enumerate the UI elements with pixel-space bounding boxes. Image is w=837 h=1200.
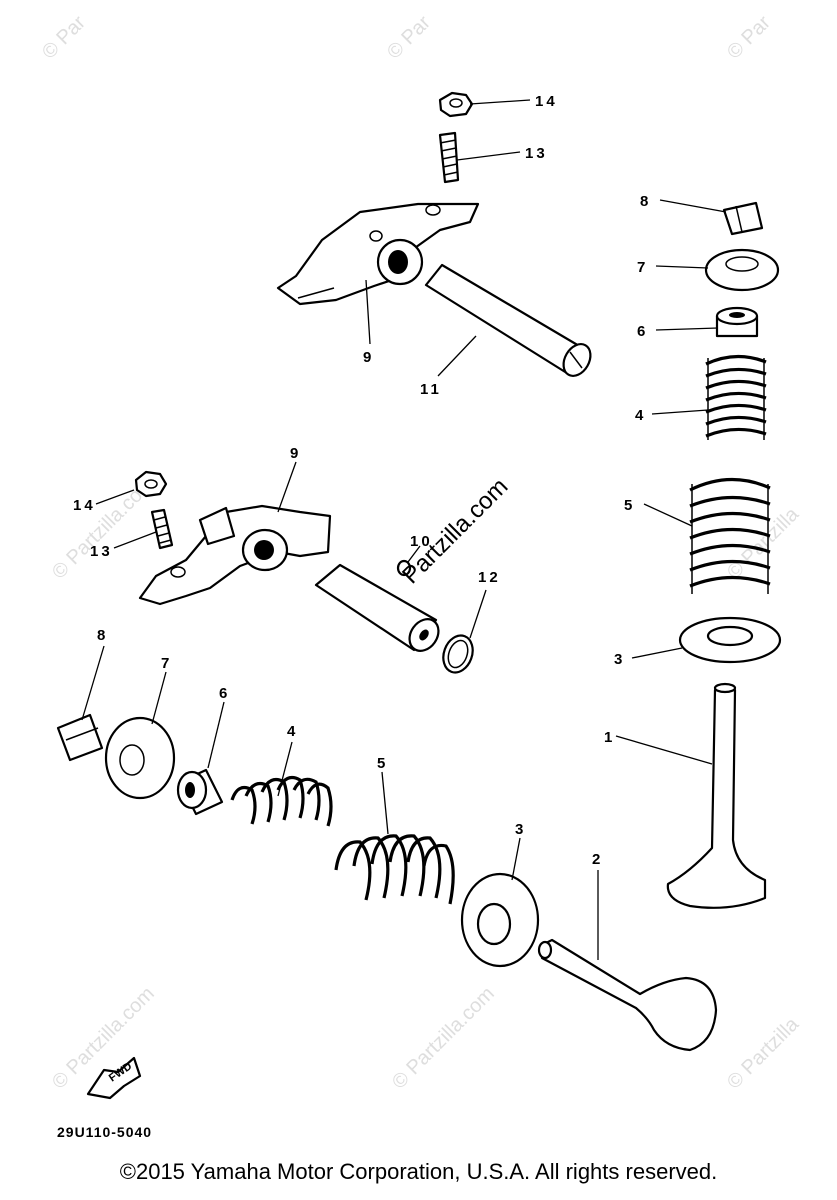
oil-seal-right xyxy=(715,306,759,338)
callout-7-left: 7 xyxy=(161,655,172,672)
callout-9-upper: 9 xyxy=(363,349,374,366)
callout-6-left: 6 xyxy=(219,685,230,702)
watermark-logo: © Par xyxy=(723,11,775,63)
valve-cotter-right xyxy=(722,201,764,236)
leader-lines xyxy=(81,99,727,960)
spring-retainer-right xyxy=(704,248,780,292)
callout-3-left: 3 xyxy=(515,821,526,838)
callout-4-right: 4 xyxy=(635,407,646,424)
rocker-shaft-lower xyxy=(314,563,440,652)
dowel-pin xyxy=(396,559,412,577)
adjusting-screw-lower xyxy=(150,508,174,550)
rocker-arm-lower xyxy=(138,504,332,606)
callout-12: 12 xyxy=(478,569,501,586)
spring-seat-left xyxy=(460,872,540,968)
forward-arrow-icon: FWD xyxy=(86,1056,142,1100)
callout-13-upper: 13 xyxy=(525,145,548,162)
watermark-logo: © Par xyxy=(38,11,90,63)
valve-cotter-left xyxy=(56,713,104,762)
callout-10: 10 xyxy=(410,533,433,550)
spring-seat-right xyxy=(678,616,782,664)
adjusting-screw-upper xyxy=(438,131,460,184)
nut-lower xyxy=(134,470,168,498)
callout-5-left: 5 xyxy=(377,755,388,772)
callout-labels: 14 13 9 11 8 7 6 4 5 3 1 9 14 13 10 12 8… xyxy=(73,93,651,868)
valve-assembly-drawing: © Par © Par © Par © Partzilla.com © Part… xyxy=(38,11,804,1100)
drawing-code: 29U110-5040 xyxy=(57,1124,153,1140)
inner-spring-left xyxy=(230,776,333,827)
watermark-logo: © Partzilla.com xyxy=(388,983,499,1094)
exhaust-valve-left xyxy=(537,938,718,1052)
nut-upper xyxy=(438,91,474,118)
callout-8-right: 8 xyxy=(640,193,651,210)
callout-14-upper: 14 xyxy=(535,93,558,110)
callout-3-right: 3 xyxy=(614,651,625,668)
callout-1: 1 xyxy=(604,729,615,746)
watermark-logo: © Par xyxy=(383,11,435,63)
spring-retainer-left xyxy=(104,716,176,800)
inner-spring-right xyxy=(705,354,767,440)
callout-8-left: 8 xyxy=(97,627,108,644)
rocker-arm-upper xyxy=(276,202,480,306)
callout-2: 2 xyxy=(592,851,603,868)
watermark-logo: © Partzilla xyxy=(723,1013,804,1094)
callout-6-right: 6 xyxy=(637,323,648,340)
callout-14-lower: 14 xyxy=(73,497,96,514)
callout-5-right: 5 xyxy=(624,497,635,514)
callout-7-right: 7 xyxy=(637,259,648,276)
outer-spring-right xyxy=(689,477,771,594)
o-ring xyxy=(442,634,474,674)
callout-9-lower: 9 xyxy=(290,445,301,462)
intake-valve-right xyxy=(666,682,767,909)
callout-13-lower: 13 xyxy=(90,543,113,560)
copyright-notice: ©2015 Yamaha Motor Corporation, U.S.A. A… xyxy=(119,1159,718,1184)
oil-seal-left xyxy=(176,768,224,816)
rocker-shaft-upper xyxy=(424,263,592,377)
outer-spring-left xyxy=(334,834,455,905)
callout-4-left: 4 xyxy=(287,723,298,740)
callout-11: 11 xyxy=(420,381,442,398)
